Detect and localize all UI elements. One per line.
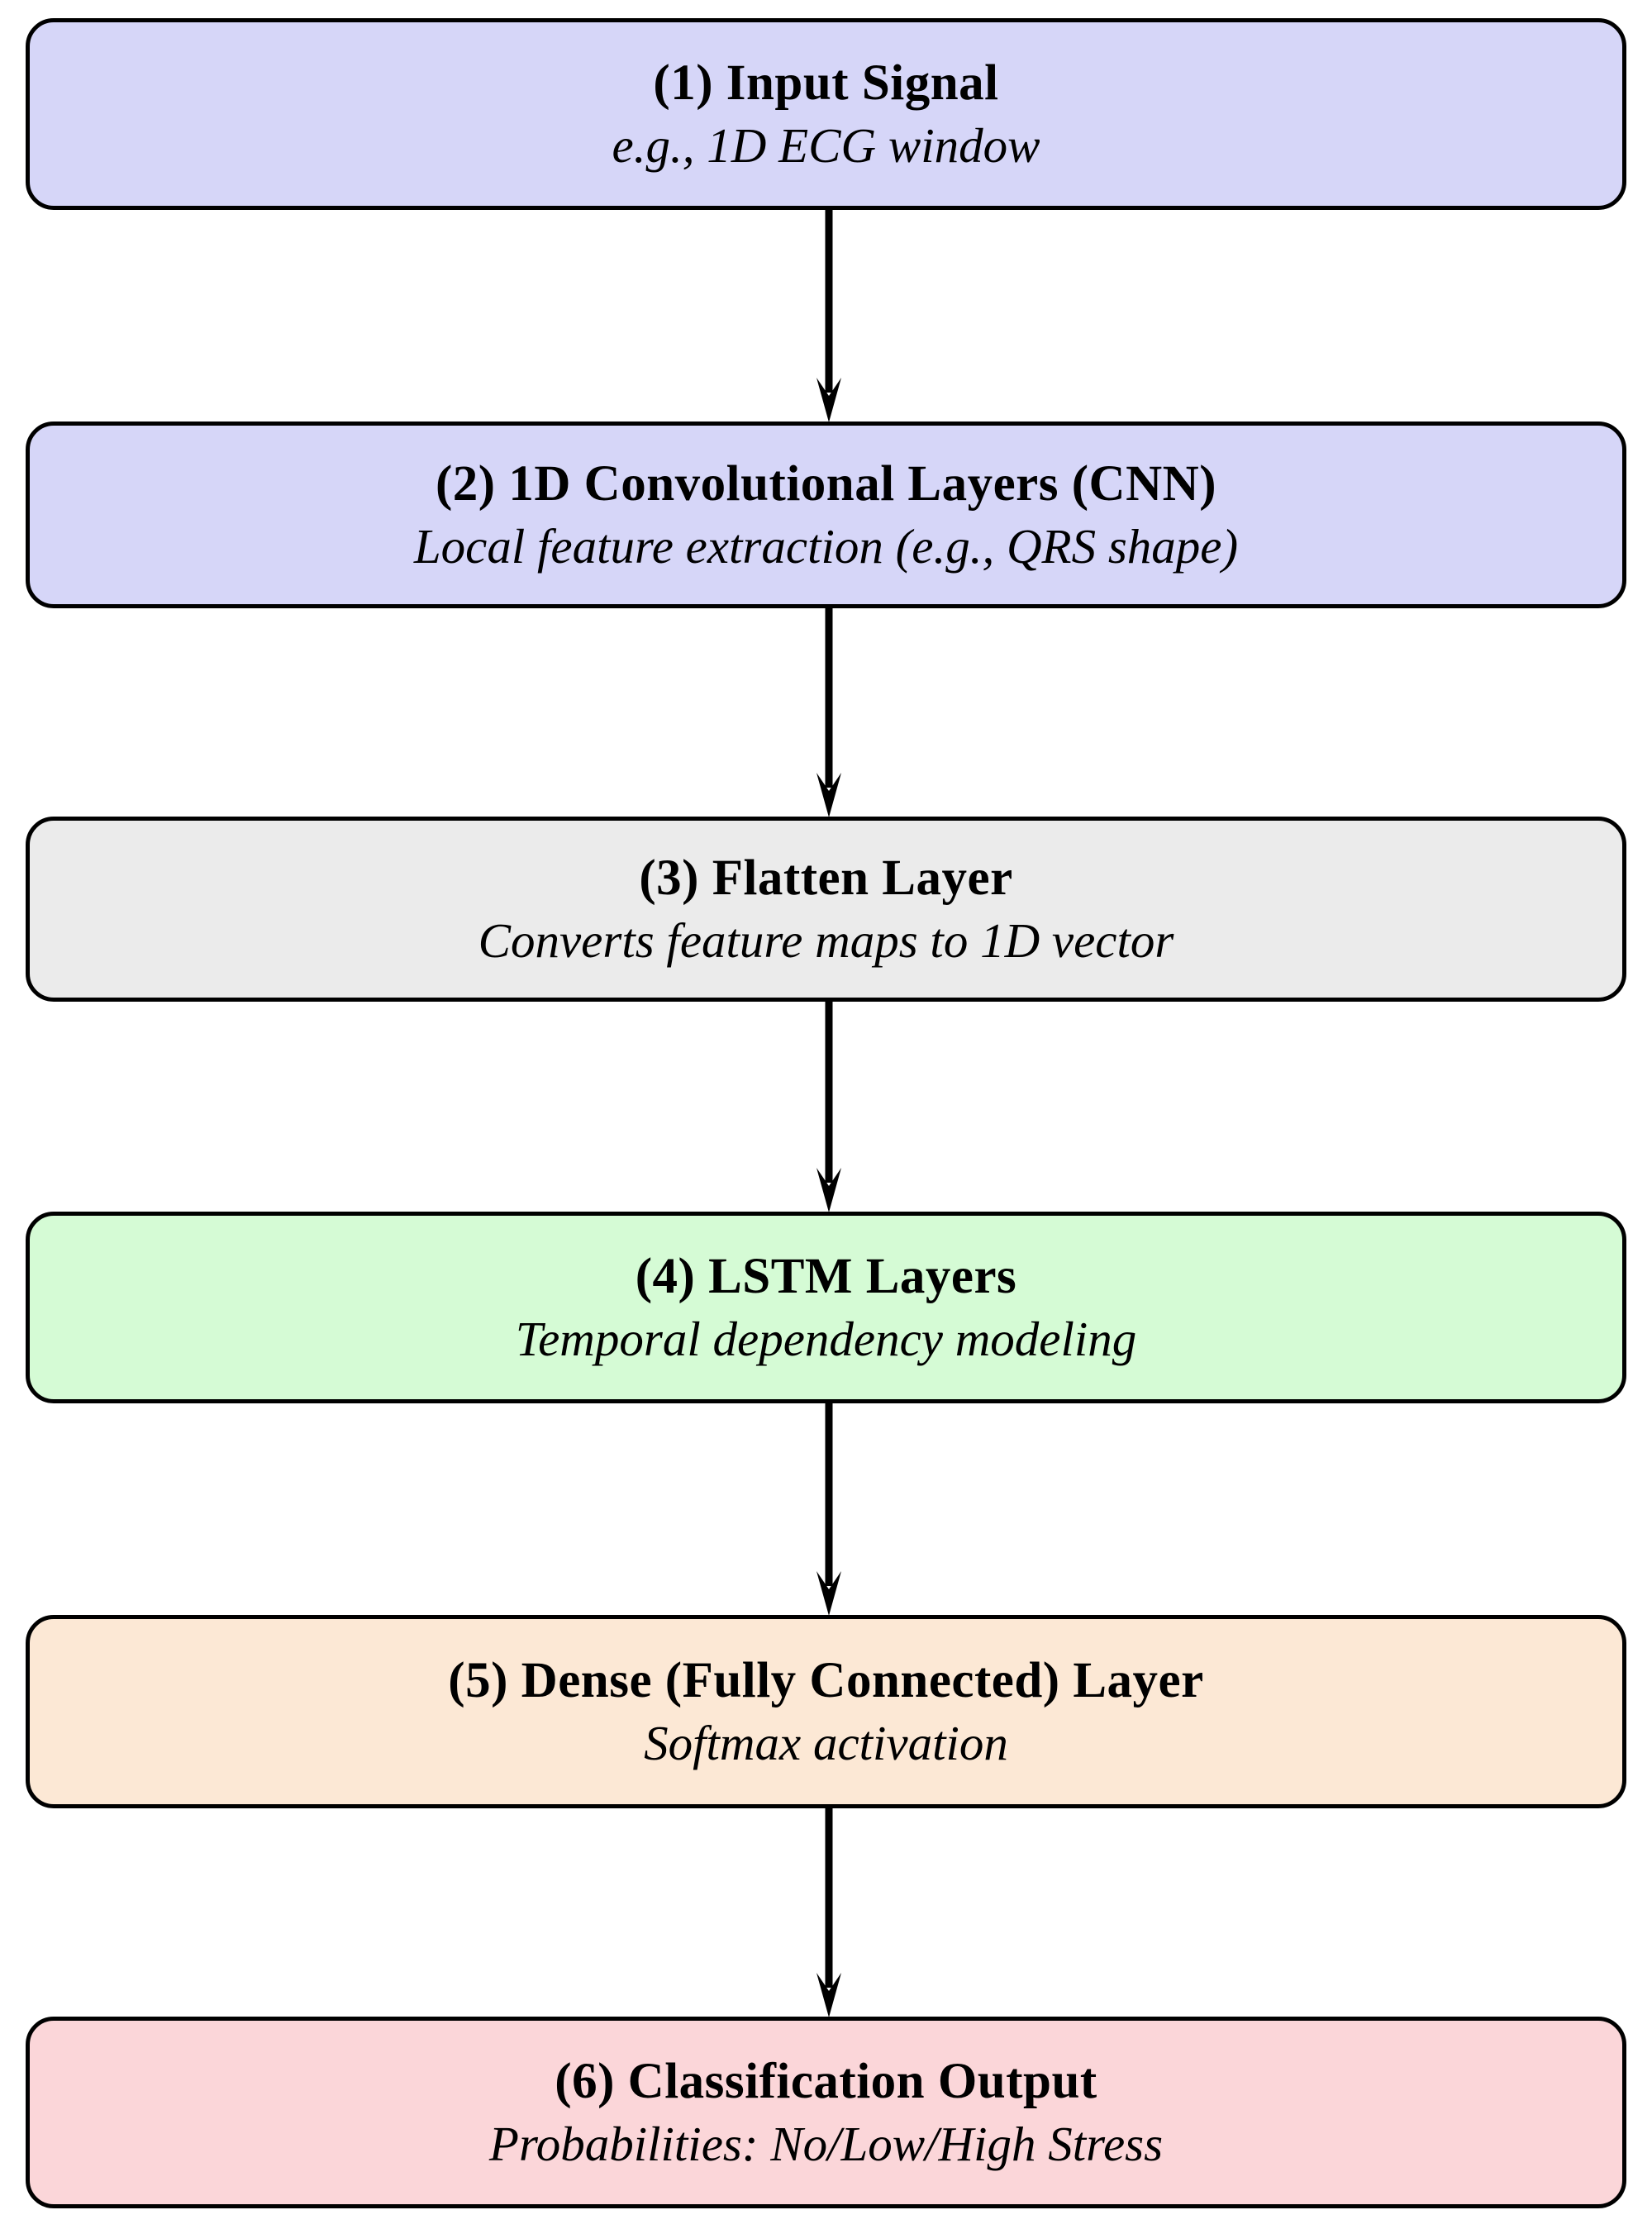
flow-arrow-dense-to-output xyxy=(816,1807,841,2017)
node-title: (4) LSTM Layers xyxy=(635,1249,1017,1304)
flow-arrow-input-to-conv xyxy=(816,209,841,422)
node-subtitle: e.g., 1D ECG window xyxy=(612,118,1040,173)
flow-node-conv-layers[interactable]: (2) 1D Convolutional Layers (CNN) Local … xyxy=(26,422,1626,608)
node-title: (2) 1D Convolutional Layers (CNN) xyxy=(435,456,1217,512)
node-subtitle: Probabilities: No/Low/High Stress xyxy=(488,2117,1164,2171)
node-subtitle: Local feature extraction (e.g., QRS shap… xyxy=(413,519,1239,574)
node-title: (3) Flatten Layer xyxy=(639,850,1013,906)
flow-node-dense-layer[interactable]: (5) Dense (Fully Connected) Layer Softma… xyxy=(26,1615,1626,1808)
flow-node-input-signal[interactable]: (1) Input Signal e.g., 1D ECG window xyxy=(26,18,1626,210)
flow-node-flatten-layer[interactable]: (3) Flatten Layer Converts feature maps … xyxy=(26,817,1626,1002)
node-title: (6) Classification Output xyxy=(555,2054,1097,2109)
node-subtitle: Converts feature maps to 1D vector xyxy=(478,913,1174,968)
flow-arrow-conv-to-flatten xyxy=(816,607,841,817)
flow-node-lstm-layers[interactable]: (4) LSTM Layers Temporal dependency mode… xyxy=(26,1212,1626,1403)
node-subtitle: Temporal dependency modeling xyxy=(515,1312,1137,1366)
node-title: (5) Dense (Fully Connected) Layer xyxy=(448,1653,1204,1708)
node-subtitle: Softmax activation xyxy=(644,1716,1008,1770)
flow-node-classification-output[interactable]: (6) Classification Output Probabilities:… xyxy=(26,2017,1626,2208)
node-title: (1) Input Signal xyxy=(653,55,999,111)
flow-arrow-lstm-to-dense xyxy=(816,1403,841,1616)
flow-arrow-flatten-to-lstm xyxy=(816,1001,841,1212)
